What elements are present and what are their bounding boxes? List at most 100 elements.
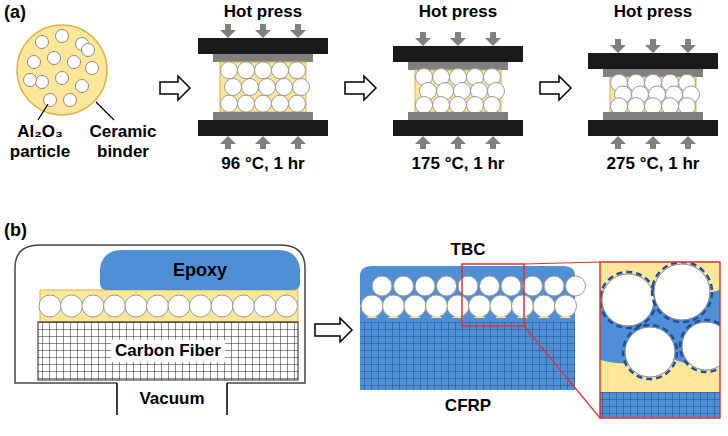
epoxy-interface <box>680 320 720 372</box>
al2o3-particle <box>259 79 276 96</box>
al2o3-particle <box>437 276 457 296</box>
al2o3-particle <box>39 295 61 317</box>
press-plate <box>198 38 328 54</box>
al2o3-particle <box>415 276 435 296</box>
vacuum-port <box>117 383 227 415</box>
vacuum-bag <box>15 245 305 383</box>
al2o3-particle <box>372 276 392 296</box>
al2o3-particle <box>56 72 69 85</box>
press-plate <box>588 120 718 136</box>
press-punch <box>213 54 313 62</box>
press-force-arrow <box>220 24 236 38</box>
al2o3-particle <box>501 276 521 296</box>
al2o3-particle <box>221 62 238 79</box>
ceramic-binder <box>560 316 572 319</box>
al2o3-particle <box>447 295 469 317</box>
press-force-arrow <box>645 136 661 149</box>
epoxy-resin-box: Epoxy <box>100 250 300 290</box>
carbon-fiber-preform <box>38 322 298 380</box>
al2o3-particle <box>221 95 238 112</box>
press-force-arrow <box>450 32 466 46</box>
al2o3-particle <box>533 295 555 317</box>
al2o3-particle <box>56 30 69 43</box>
step-condition: 96 °C, 1 hr <box>221 154 304 174</box>
al2o3-particle <box>225 79 242 96</box>
al2o3-particle <box>36 76 49 89</box>
al2o3-particle <box>147 295 169 317</box>
figure-label: Vacuum <box>120 389 224 409</box>
figure-label: (b) <box>4 220 27 241</box>
al2o3-particle <box>233 295 255 317</box>
press-punch <box>603 112 703 120</box>
epoxy-interface <box>600 272 656 328</box>
al2o3-particle <box>68 56 81 69</box>
carbon-fiber-box: Carbon Fiber <box>38 322 298 380</box>
step-condition: 275 °C, 1 hr <box>607 154 700 174</box>
press-force-arrow <box>610 39 626 53</box>
press-plate <box>393 46 523 62</box>
al2o3-particle <box>64 94 77 107</box>
al2o3-particle <box>490 295 512 317</box>
al2o3-particle <box>416 97 433 114</box>
al2o3-particle <box>76 80 89 93</box>
al2o3-particle <box>467 97 484 114</box>
ceramic-binder <box>409 316 421 319</box>
press-force-arrow <box>485 136 501 149</box>
leader-line <box>96 102 114 120</box>
al2o3-particle <box>289 62 306 79</box>
ceramic-binder <box>366 316 378 319</box>
press-force-arrow <box>610 136 626 149</box>
press-punch <box>213 112 313 120</box>
al2o3-particle <box>86 62 99 75</box>
figure-label: TBC <box>418 240 518 260</box>
press-stage: Hot press275 °C, 1 hr <box>583 2 723 174</box>
inset-cfrp <box>600 392 720 418</box>
process-arrow <box>315 318 352 342</box>
press-punch <box>408 112 508 120</box>
ceramic-binder <box>431 316 443 319</box>
al2o3-particle <box>255 62 272 79</box>
al2o3-particle <box>383 295 405 317</box>
process-arrow <box>345 76 376 100</box>
epoxy-interface <box>623 325 677 379</box>
al2o3-particle <box>361 295 383 317</box>
ceramic-binder <box>474 316 486 319</box>
inset-border <box>600 262 720 418</box>
al2o3-particle <box>276 295 298 317</box>
al2o3-particle <box>426 295 448 317</box>
leader-line <box>38 104 48 120</box>
al2o3-particle <box>254 295 276 317</box>
al2o3-particle <box>48 52 61 65</box>
al2o3-particle <box>242 79 259 96</box>
al2o3-particle <box>36 36 49 49</box>
al2o3-particle <box>654 264 710 320</box>
al2o3-particle <box>238 95 255 112</box>
step-condition: 175 °C, 1 hr <box>412 154 505 174</box>
zoom-inset <box>600 262 720 418</box>
press-plate <box>588 53 718 69</box>
al2o3-particle <box>458 276 478 296</box>
al2o3-particle <box>566 276 586 296</box>
press-force-arrow <box>415 136 431 149</box>
epoxy-infiltrated-tbc <box>360 266 575 322</box>
process-arrow <box>540 76 571 100</box>
layer-label: Epoxy <box>173 260 227 281</box>
press-plate <box>198 120 328 136</box>
process-arrow <box>160 76 190 100</box>
press-force-arrow <box>255 136 271 149</box>
zoom-line <box>524 262 600 264</box>
zoom-line <box>524 326 600 418</box>
al2o3-particle <box>276 79 293 96</box>
figure-label: CFRP <box>418 396 518 416</box>
al2o3-particle <box>255 95 272 112</box>
al2o3-particle <box>512 295 534 317</box>
al2o3-particle <box>125 295 147 317</box>
press-stage: Hot press175 °C, 1 hr <box>388 2 528 174</box>
al2o3-particle <box>82 295 104 317</box>
press-force-arrow <box>290 136 306 149</box>
al2o3-particle <box>544 276 564 296</box>
figure-label: Al₂O₃ particle <box>0 122 80 161</box>
ceramic-binder <box>538 316 550 319</box>
al2o3-particle <box>394 276 414 296</box>
al2o3-particle <box>104 295 126 317</box>
